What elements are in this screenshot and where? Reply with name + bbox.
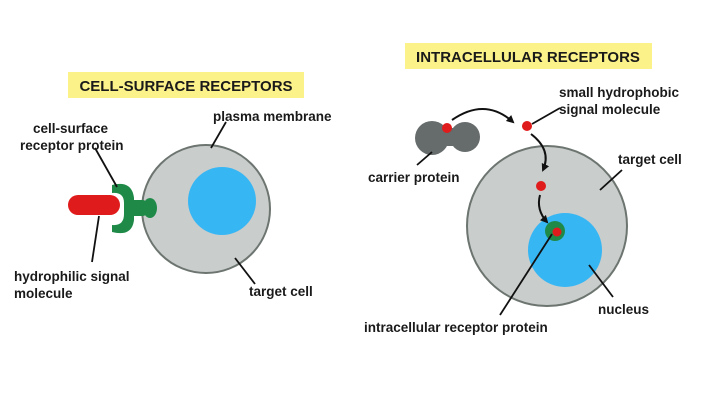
hydrophobic-signal-label-1: small hydrophobic bbox=[559, 85, 680, 100]
hydrophobic-signal-label-2: signal molecule bbox=[559, 102, 661, 117]
intracellular-title-highlight bbox=[405, 43, 652, 69]
membrane-leader-line bbox=[210, 121, 227, 149]
carrier-leader-line bbox=[416, 151, 433, 166]
nucleus-leader-line bbox=[588, 264, 614, 298]
surface-target-leader-line bbox=[234, 257, 256, 285]
cell-surface-receptor-protein bbox=[112, 183, 157, 234]
intracellular-receptor-label: intracellular receptor protein bbox=[364, 320, 548, 335]
receptor-protein-leader-line bbox=[499, 233, 553, 316]
cell-surface-receptor-label-1: cell-surface bbox=[33, 121, 109, 136]
free-signal-molecule-2 bbox=[536, 181, 546, 191]
surface-nucleus bbox=[188, 167, 256, 235]
hydrophobic-leader-line bbox=[531, 107, 561, 125]
cell-surface-receptor-label-2: receptor protein bbox=[20, 138, 124, 153]
free-signal-molecule-1 bbox=[522, 121, 532, 131]
intracellular-panel: INTRACELLULAR RECEPTORS small hydrophobi… bbox=[364, 43, 682, 335]
receptor-leader-line bbox=[94, 147, 118, 188]
cell-surface-title-highlight bbox=[68, 72, 304, 98]
hydrophilic-signal-label-2: molecule bbox=[14, 286, 73, 301]
hydrophilic-signal-molecule bbox=[68, 195, 120, 215]
plasma-membrane-label: plasma membrane bbox=[213, 109, 332, 124]
cell-surface-title: CELL-SURFACE RECEPTORS bbox=[79, 78, 292, 95]
carrier-protein bbox=[415, 121, 480, 155]
cell-surface-panel: CELL-SURFACE RECEPTORS cell-surface rece… bbox=[14, 72, 332, 301]
nucleus-label: nucleus bbox=[598, 302, 649, 317]
release-arrow bbox=[451, 108, 515, 124]
intracellular-nucleus bbox=[528, 213, 602, 287]
intracellular-target-leader-line bbox=[599, 169, 623, 191]
carrier-protein-label: carrier protein bbox=[368, 170, 460, 185]
hydrophilic-signal-label-1: hydrophilic signal bbox=[14, 269, 130, 284]
bound-signal-molecule bbox=[552, 227, 562, 237]
intracellular-target-cell-label: target cell bbox=[618, 152, 682, 167]
binding-arrow bbox=[537, 194, 549, 224]
entry-arrow bbox=[530, 133, 550, 172]
intracellular-title: INTRACELLULAR RECEPTORS bbox=[416, 49, 640, 66]
hydrophilic-leader-line bbox=[91, 215, 100, 263]
carrier-bound-signal bbox=[442, 123, 452, 133]
surface-target-cell-label: target cell bbox=[249, 284, 313, 299]
